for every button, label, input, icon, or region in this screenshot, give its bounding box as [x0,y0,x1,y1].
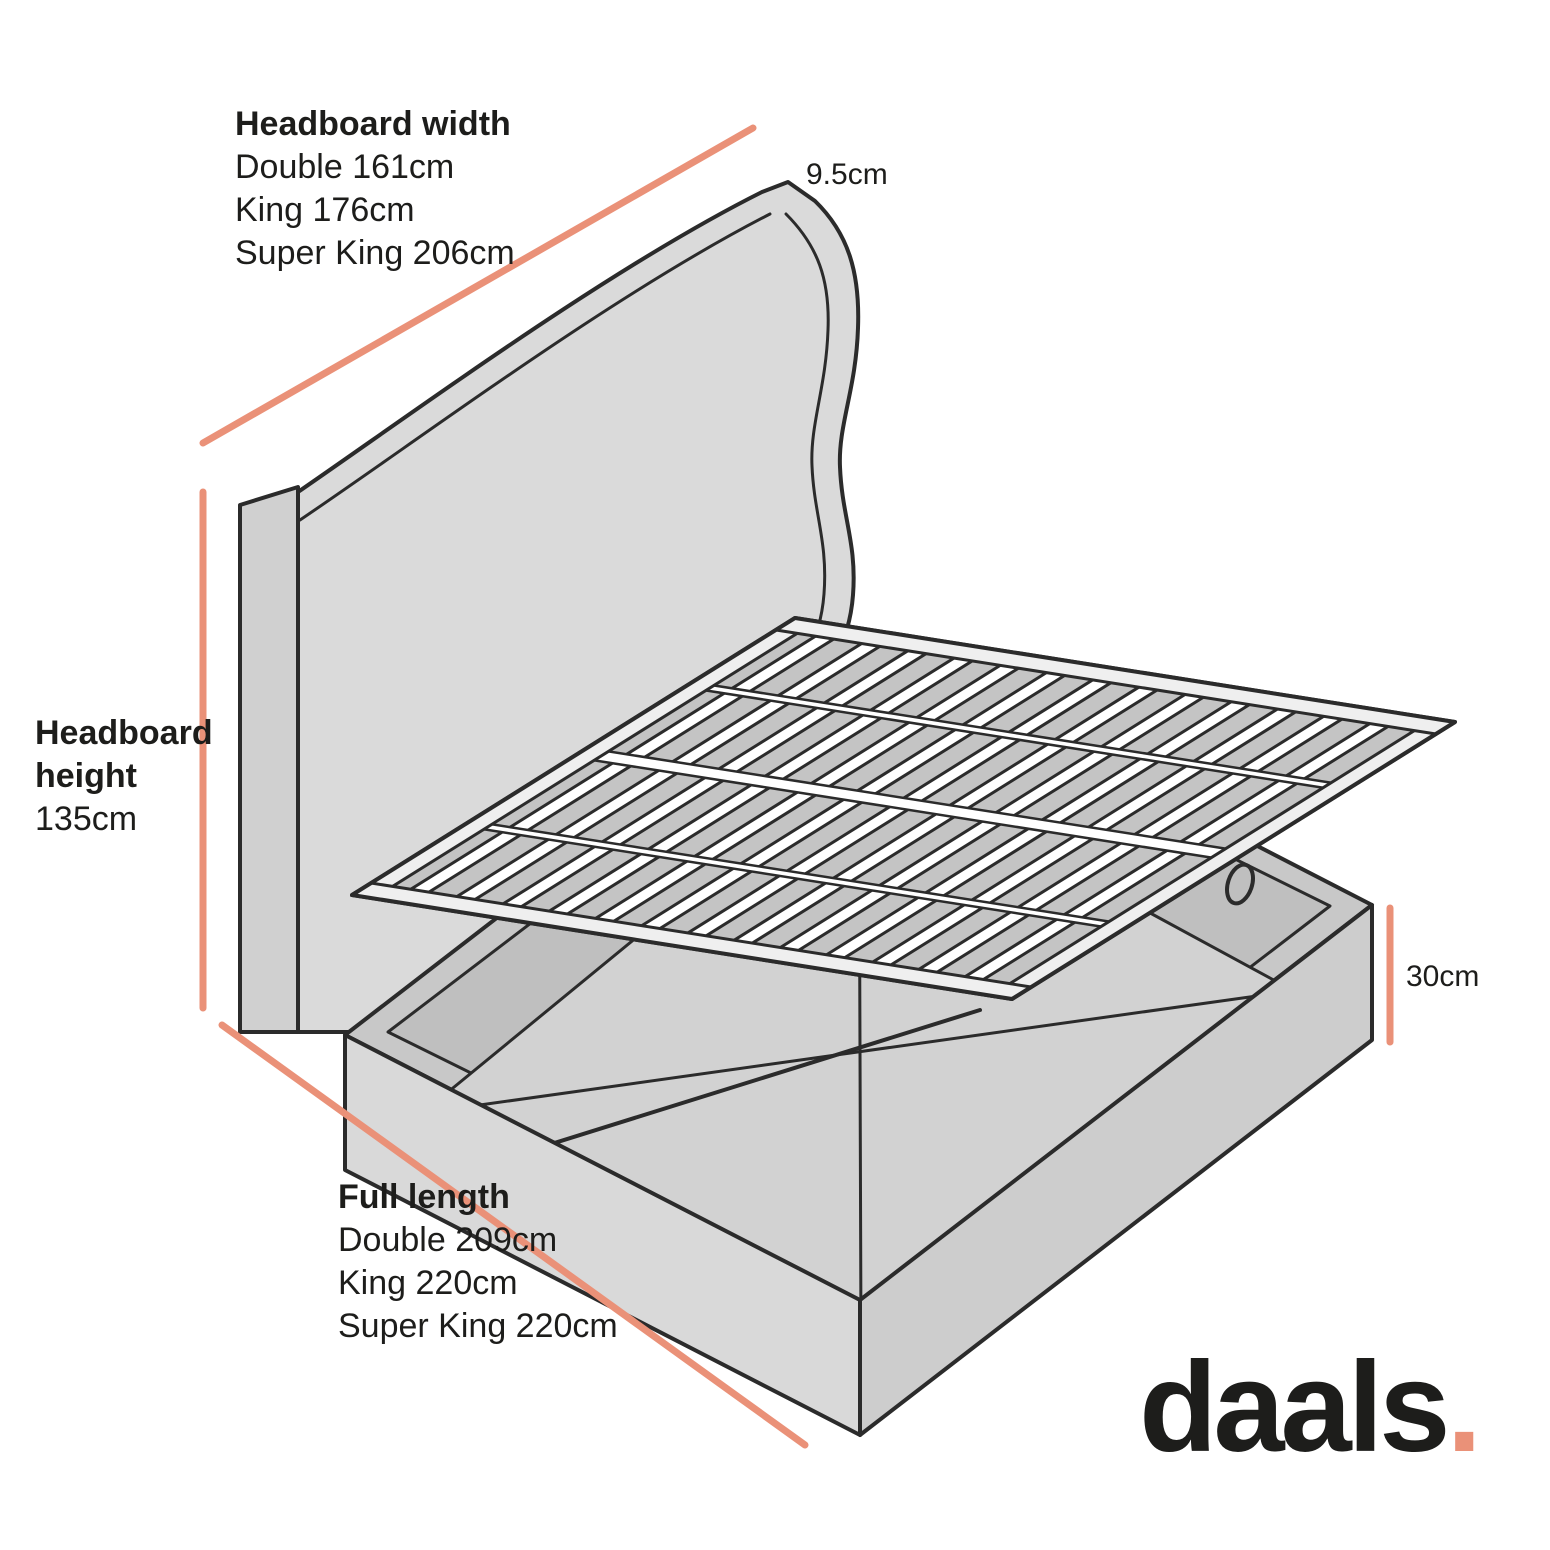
full-length-row-superking: Super King 220cm [338,1307,618,1345]
headboard-width-row-superking: Super King 206cm [235,234,515,272]
dim-line-headboard-width [199,124,757,447]
dimension-lines [199,124,1394,1449]
headboard-width-label: Headboard width Double 161cm King 176cm … [235,103,515,275]
headboard-post [238,485,300,1034]
headboard-width-row-double: Double 161cm [235,148,455,186]
full-length-row-king: King 220cm [338,1264,518,1302]
box-support-strut [498,1008,982,1162]
lift-handle-loop [1225,862,1255,906]
brand-logo-word: daals [1139,1336,1450,1479]
headboard-thickness-label: 9.5cm [806,158,888,191]
headboard-height-value: 135cm [35,800,138,838]
base-height-label: 30cm [1406,960,1480,993]
headboard-width-title: Headboard width [235,105,511,143]
box-front-right-face [858,903,1374,1437]
headboard-top-edge-line [298,212,772,522]
box-floor-brace-long [428,990,1287,1114]
frame-outline [350,616,1457,1001]
brand-logo-dot: . [1446,1336,1482,1479]
full-length-row-double: Double 209cm [338,1221,558,1259]
headboard-width-row-king: King 176cm [235,191,415,229]
brand-logo: daals. [1139,1344,1482,1472]
slat-frame [350,616,1457,1001]
headboard-height-title: Headboard height [35,714,213,795]
full-length-title: Full length [338,1178,510,1216]
full-length-label: Full length Double 209cm King 220cm Supe… [338,1176,618,1348]
headboard-height-label: Headboard height 135cm [35,712,245,841]
dim-line-full-length [218,1021,809,1449]
